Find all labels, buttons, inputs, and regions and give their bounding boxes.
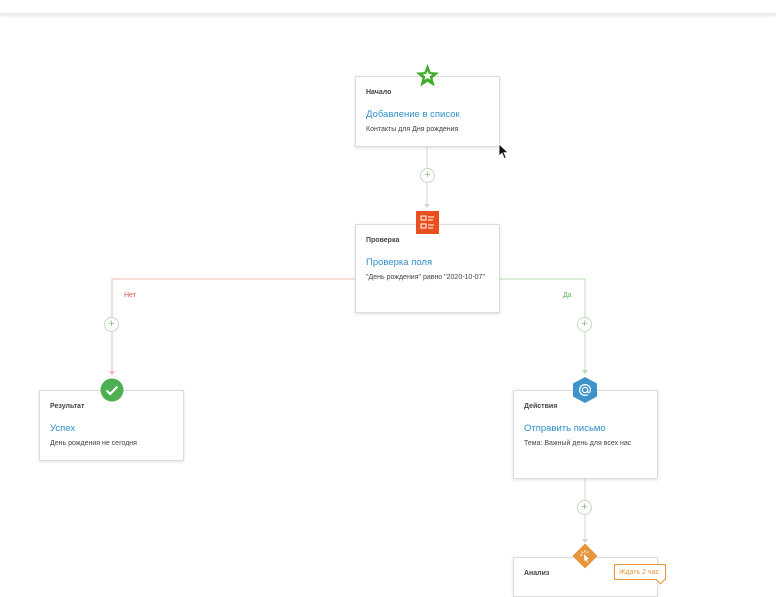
arrowhead-analysis	[582, 539, 588, 543]
arrowhead-action	[582, 370, 588, 374]
node-result-title[interactable]: Успех	[50, 423, 76, 434]
cursor-click-icon	[572, 543, 598, 574]
node-analysis-kind: Анализ	[524, 570, 550, 577]
connector-no-branch	[111, 278, 355, 317]
node-result-desc: День рождения не сегодня	[50, 440, 137, 447]
node-check-kind: Проверка	[366, 237, 400, 244]
top-toolbar	[0, 0, 776, 14]
at-sign-icon	[572, 376, 598, 409]
arrowhead-check	[424, 204, 430, 208]
add-step-no-button[interactable]: +	[104, 317, 119, 332]
node-start-kind: Начало	[366, 89, 392, 96]
mouse-pointer-icon	[498, 143, 510, 165]
checklist-icon	[416, 211, 439, 239]
node-start-card[interactable]: Начало Добавление в список Контакты для …	[355, 76, 500, 147]
checkmark-icon	[100, 378, 124, 407]
node-start-desc: Контакты для Дня рождения	[366, 126, 459, 133]
node-action-card[interactable]: Действия Отправить письмо Тема: Важный д…	[513, 390, 658, 479]
node-action-title[interactable]: Отправить письмо	[524, 423, 606, 434]
arrowhead-result	[109, 371, 115, 375]
connector-lines	[109, 147, 588, 543]
connector-yes-branch	[499, 278, 586, 317]
node-result-card[interactable]: Результат Успех День рождения не сегодня	[39, 390, 184, 461]
node-check-title[interactable]: Проверка поля	[366, 257, 433, 268]
node-result-kind: Результат	[50, 403, 85, 410]
node-check-card[interactable]: Проверка Проверка поля "День рождения" р…	[355, 224, 500, 313]
branch-no-label: Нет	[124, 292, 136, 299]
add-step-after-action-button[interactable]: +	[577, 500, 592, 515]
node-action-desc: Тема: Важный день для всех нас	[524, 440, 632, 447]
star-icon	[415, 63, 440, 93]
node-check-desc: "День рождения" равно "2020-10-07"	[366, 274, 485, 281]
wait-badge[interactable]: Ждать 2 час.	[614, 564, 666, 580]
add-step-button[interactable]: +	[420, 168, 435, 183]
add-step-yes-button[interactable]: +	[577, 317, 592, 332]
node-action-kind: Действия	[524, 403, 558, 410]
branch-yes-label: Да	[563, 292, 572, 299]
node-start-title[interactable]: Добавление в список	[366, 109, 460, 120]
